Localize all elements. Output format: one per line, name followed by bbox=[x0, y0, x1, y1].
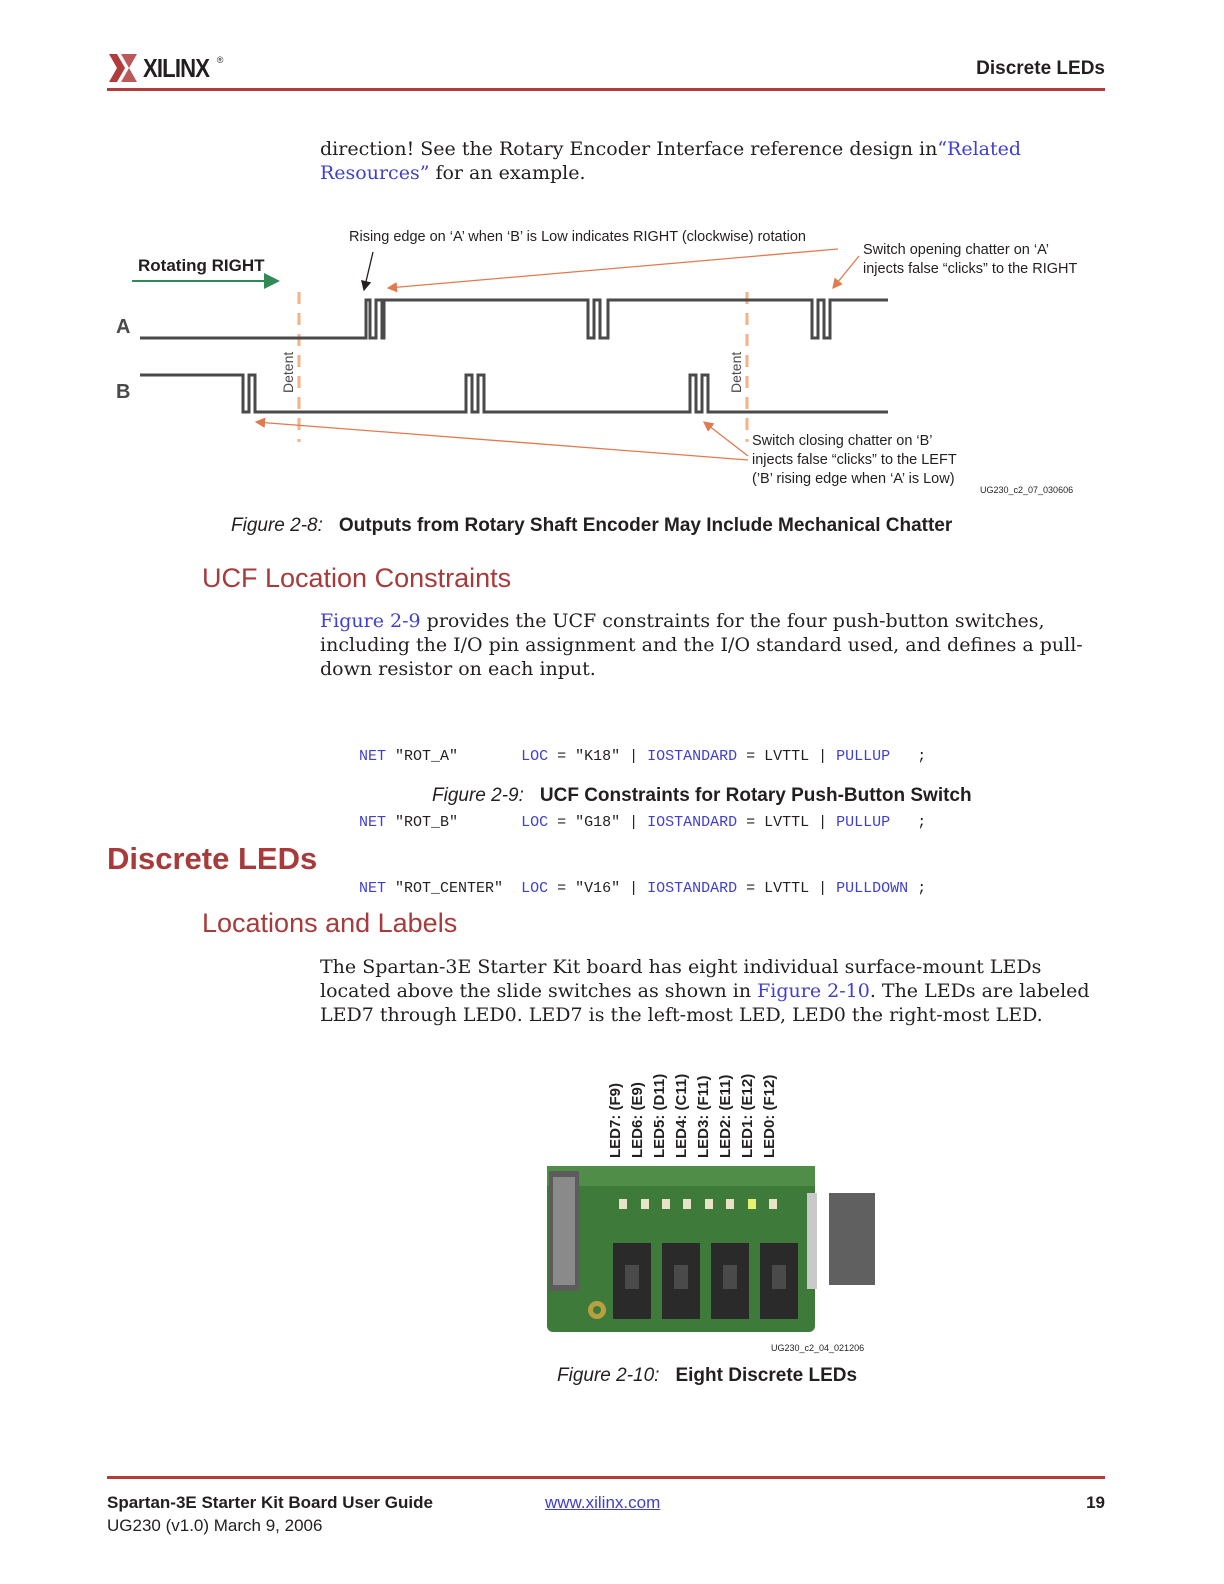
caption-number: Figure 2-10: bbox=[557, 1365, 660, 1386]
code-line: NET "ROT_A" LOC = "K18" | IOSTANDARD = L… bbox=[359, 748, 927, 765]
header-rule bbox=[107, 88, 1105, 91]
led-board-photo bbox=[545, 1163, 875, 1335]
led-label: LED2: (E11) bbox=[717, 1074, 734, 1158]
caption-title: UCF Constraints for Rotary Push-Button S… bbox=[539, 785, 972, 806]
rotating-right-label: Rotating RIGHT bbox=[138, 256, 265, 275]
ucf-paragraph-text: provides the UCF constraints for the fou… bbox=[320, 610, 1083, 680]
footer-revision: UG230 (v1.0) March 9, 2006 bbox=[107, 1516, 323, 1535]
intro-paragraph: direction! See the Rotary Encoder Interf… bbox=[320, 137, 1105, 185]
closing-chatter-note-line2: injects false “clicks” to the LEFT bbox=[752, 452, 957, 468]
footer-document-title: Spartan-3E Starter Kit Board User Guide bbox=[107, 1493, 433, 1512]
ucf-heading: UCF Location Constraints bbox=[202, 563, 512, 593]
closing-chatter-pointer-right bbox=[702, 421, 749, 457]
locations-labels-heading: Locations and Labels bbox=[202, 908, 458, 938]
figure-2-10-caption: Figure 2-10: Eight Discrete LEDs bbox=[557, 1365, 857, 1387]
related-resources-link[interactable]: “Related Resources” bbox=[320, 138, 1022, 184]
figure-2-8-caption: Figure 2-8: Outputs from Rotary Shaft Enc… bbox=[231, 515, 952, 537]
led-label: LED7: (F9) bbox=[607, 1083, 624, 1158]
led-label: LED4: (C11) bbox=[673, 1073, 690, 1158]
detent-label-2: Detent bbox=[728, 352, 744, 393]
led-label: LED5: (D11) bbox=[651, 1073, 668, 1158]
opening-chatter-note-line1: Switch opening chatter on ‘A’ bbox=[863, 242, 1049, 258]
closing-chatter-note-line1: Switch closing chatter on ‘B’ bbox=[752, 433, 933, 449]
intro-text: direction! See the Rotary Encoder Interf… bbox=[320, 138, 938, 160]
header-section-title: Discrete LEDs bbox=[976, 58, 1105, 79]
leds-paragraph-text-end: . The LEDs are labeled LED7 through LED0… bbox=[320, 980, 1090, 1026]
slide-switches bbox=[613, 1243, 798, 1319]
led-label: LED6: (E9) bbox=[629, 1082, 646, 1158]
caption-number: Figure 2-9: bbox=[432, 785, 524, 806]
intro-text-end: for an example. bbox=[429, 162, 586, 184]
code-line: NET "ROT_B" LOC = "G18" | IOSTANDARD = L… bbox=[359, 814, 927, 831]
discrete-leds-heading: Discrete LEDs bbox=[107, 841, 318, 876]
logo-wordmark: XILINX bbox=[143, 52, 210, 83]
led-label: LED1: (E12) bbox=[739, 1073, 756, 1158]
signal-b-waveform bbox=[140, 373, 888, 414]
leds-paragraph: The Spartan-3E Starter Kit board has eig… bbox=[320, 955, 1105, 1027]
figure-2-9-caption: Figure 2-9: UCF Constraints for Rotary Pu… bbox=[432, 785, 972, 807]
rising-edge-pointer-orange bbox=[386, 248, 839, 293]
figure-2-8-id: UG230_c2_07_030606 bbox=[980, 485, 1073, 495]
rising-edge-note: Rising edge on ‘A’ when ‘B’ is Low indic… bbox=[349, 229, 806, 245]
figure-2-10-link[interactable]: Figure 2-10 bbox=[757, 980, 870, 1002]
signal-a-waveform bbox=[140, 298, 888, 340]
rotary-encoder-timing-diagram: Rotating RIGHT A B Detent Detent Rising … bbox=[116, 229, 1077, 495]
footer-url-link[interactable]: www.xilinx.com bbox=[545, 1493, 661, 1512]
caption-title: Eight Discrete LEDs bbox=[675, 1365, 858, 1386]
led-label: LED3: (F11) bbox=[695, 1075, 712, 1158]
xilinx-logo-icon bbox=[109, 54, 137, 82]
figure-2-9-link[interactable]: Figure 2-9 bbox=[320, 610, 421, 632]
rising-edge-pointer-black bbox=[361, 251, 374, 292]
opening-chatter-pointer bbox=[832, 255, 860, 290]
led-label: LED0: (F12) bbox=[761, 1074, 778, 1158]
caption-title: Outputs from Rotary Shaft Encoder May In… bbox=[338, 515, 953, 536]
closing-chatter-note-line3: (’B’ rising edge when ‘A’ is Low) bbox=[752, 471, 955, 487]
signal-a-label: A bbox=[116, 316, 130, 338]
closing-chatter-pointer-left bbox=[254, 417, 749, 461]
leds-paragraph-text: The Spartan-3E Starter Kit board has eig… bbox=[320, 956, 1042, 1002]
ucf-paragraph: Figure 2-9 provides the UCF constraints … bbox=[320, 609, 1105, 681]
footer-rule bbox=[107, 1476, 1105, 1479]
detent-label-1: Detent bbox=[280, 352, 296, 393]
code-line: NET "ROT_CENTER" LOC = "V16" | IOSTANDAR… bbox=[359, 880, 927, 897]
opening-chatter-note-line2: injects false “clicks” to the RIGHT bbox=[863, 261, 1077, 277]
page-number: 19 bbox=[1086, 1493, 1105, 1512]
signal-b-label: B bbox=[116, 381, 130, 403]
xilinx-logo: XILINX ® bbox=[107, 50, 231, 86]
figure-2-10-id: UG230_c2_04_021206 bbox=[771, 1343, 865, 1353]
caption-number: Figure 2-8: bbox=[231, 515, 323, 536]
led-row bbox=[619, 1199, 777, 1209]
registered-mark: ® bbox=[216, 55, 224, 65]
ucf-code-block: NET "ROT_A" LOC = "K18" | IOSTANDARD = L… bbox=[359, 702, 926, 922]
